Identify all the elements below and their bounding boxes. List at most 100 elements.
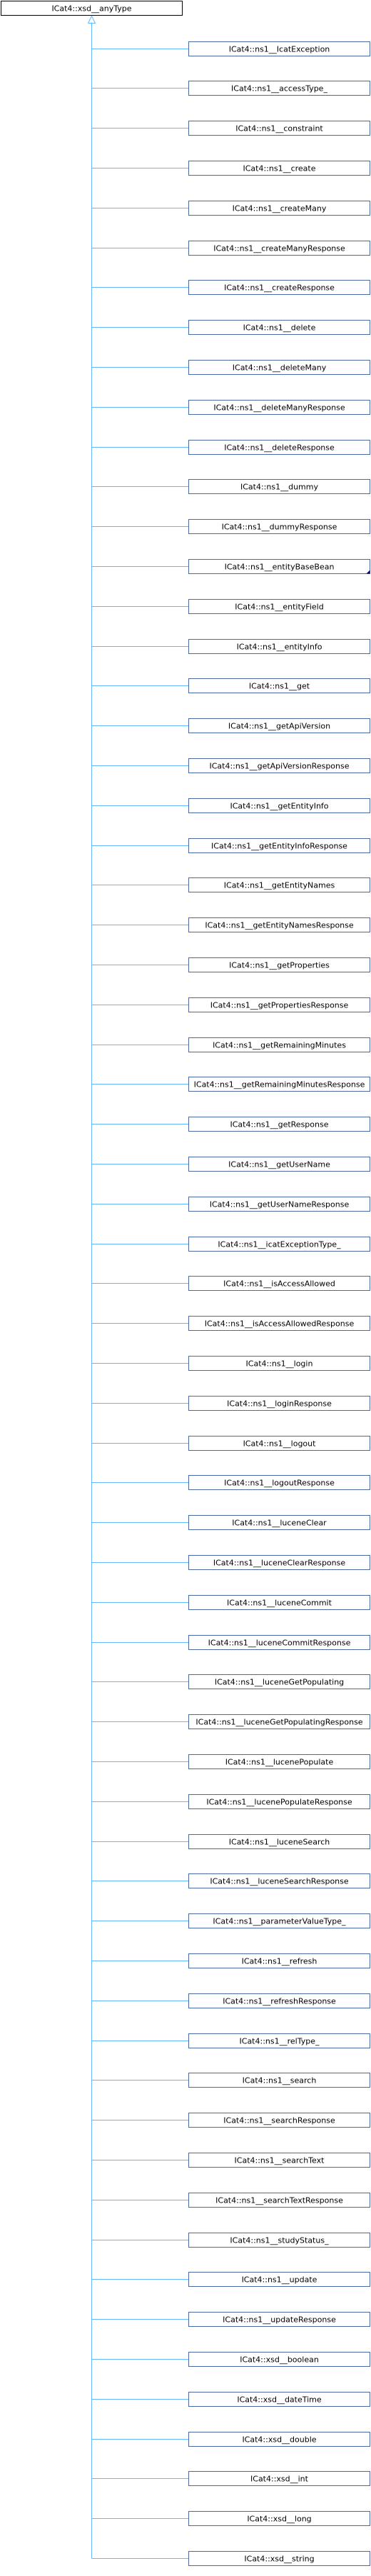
class-node[interactable]: ICat4::ns1__createResponse <box>188 280 370 295</box>
class-node-box <box>188 1157 370 1172</box>
class-node[interactable]: ICat4::ns1__search <box>188 2073 370 2088</box>
class-node[interactable]: ICat4::ns1__luceneGetPopulating <box>188 1674 370 1689</box>
class-node-label: ICat4::ns1__getEntityNamesResponse <box>205 921 354 930</box>
class-node[interactable]: ICat4::ns1__IcatException <box>188 41 370 56</box>
class-node[interactable]: ICat4::ns1__luceneCommitResponse <box>188 1635 370 1650</box>
class-node[interactable]: ICat4::xsd__string <box>188 2551 370 2566</box>
class-node[interactable]: ICat4::ns1__createManyResponse <box>188 241 370 256</box>
class-node[interactable]: ICat4::ns1__login <box>188 1356 370 1371</box>
class-node[interactable]: ICat4::ns1__getEntityNames <box>188 877 370 892</box>
class-node[interactable]: ICat4::ns1__delete <box>188 320 370 335</box>
class-node-label: ICat4::ns1__logout <box>243 1439 317 1449</box>
class-node-box <box>188 877 370 892</box>
class-node[interactable]: ICat4::ns1__getRemainingMinutes <box>188 1037 370 1052</box>
class-node-label: ICat4::ns1__lucenePopulateResponse <box>206 1798 352 1807</box>
class-node[interactable]: ICat4::ns1__dummy <box>188 479 370 494</box>
class-node-box <box>188 798 370 813</box>
root-node[interactable]: ICat4::xsd__anyType <box>1 1 183 16</box>
class-node[interactable]: ICat4::ns1__update <box>188 2272 370 2287</box>
class-node[interactable]: ICat4::ns1__searchResponse <box>188 2113 370 2128</box>
class-node[interactable]: ICat4::ns1__lucenePopulate <box>188 1754 370 1769</box>
class-node[interactable]: ICat4::ns1__lucenePopulateResponse <box>188 1794 370 1809</box>
class-node[interactable]: ICat4::xsd__long <box>188 2511 370 2526</box>
class-node[interactable]: ICat4::ns1__createMany <box>188 201 370 216</box>
class-node[interactable]: ICat4::ns1__luceneCommit <box>188 1595 370 1610</box>
class-node[interactable]: ICat4::ns1__getEntityInfoResponse <box>188 838 370 853</box>
class-node[interactable]: ICat4::ns1__getResponse <box>188 1117 370 1132</box>
class-node[interactable]: ICat4::ns1__luceneClear <box>188 1515 370 1530</box>
class-node[interactable]: ICat4::ns1__getApiVersionResponse <box>188 758 370 773</box>
class-node[interactable]: ICat4::ns1__create <box>188 161 370 176</box>
class-node-box <box>188 2511 370 2526</box>
class-node-label: ICat4::ns1__luceneCommit <box>227 1599 332 1608</box>
class-node-box <box>188 1117 370 1132</box>
class-node-label: ICat4::xsd__long <box>247 2515 311 2524</box>
class-node[interactable]: ICat4::ns1__entityBaseBean <box>188 559 370 574</box>
class-node[interactable]: ICat4::ns1__loginResponse <box>188 1396 370 1411</box>
class-node[interactable]: ICat4::ns1__getEntityInfo <box>188 798 370 813</box>
class-node[interactable]: ICat4::xsd__int <box>188 2471 370 2486</box>
class-node[interactable]: ICat4::ns1__deleteResponse <box>188 440 370 455</box>
class-node[interactable]: ICat4::xsd__double <box>188 2432 370 2447</box>
class-node-label: ICat4::ns1__getRemainingMinutes <box>213 1041 346 1050</box>
class-node[interactable]: ICat4::ns1__studyStatus_ <box>188 2233 370 2248</box>
class-node[interactable]: ICat4::ns1__refreshResponse <box>188 1993 370 2008</box>
class-node-box <box>188 201 370 216</box>
class-node-label: ICat4::ns1__luceneSearch <box>229 1838 330 1847</box>
class-node-box <box>188 519 370 534</box>
class-node-box <box>188 1674 370 1689</box>
class-node[interactable]: ICat4::ns1__updateResponse <box>188 2312 370 2327</box>
class-node-label: ICat4::ns1__luceneSearchResponse <box>210 1877 349 1886</box>
class-node[interactable]: ICat4::ns1__get <box>188 678 370 693</box>
class-node[interactable]: ICat4::xsd__dateTime <box>188 2392 370 2407</box>
class-node[interactable]: ICat4::ns1__deleteMany <box>188 360 370 375</box>
root-node-label: ICat4::xsd__anyType <box>51 4 131 14</box>
class-node[interactable]: ICat4::ns1__isAccessAllowedResponse <box>188 1316 370 1331</box>
class-node[interactable]: ICat4::ns1__getEntityNamesResponse <box>188 917 370 932</box>
class-node-box <box>188 360 370 375</box>
class-node[interactable]: ICat4::ns1__logoutResponse <box>188 1475 370 1490</box>
class-node[interactable]: ICat4::ns1__dummyResponse <box>188 519 370 534</box>
class-node[interactable]: ICat4::ns1__searchText <box>188 2153 370 2168</box>
class-node[interactable]: ICat4::ns1__icatExceptionType_ <box>188 1237 370 1252</box>
class-node[interactable]: ICat4::ns1__getProperties <box>188 957 370 972</box>
class-node[interactable]: ICat4::ns1__luceneSearch <box>188 1834 370 1849</box>
class-node-box <box>188 1953 370 1968</box>
class-node[interactable]: ICat4::ns1__parameterValueType_ <box>188 1913 370 1928</box>
class-node-box <box>188 639 370 654</box>
class-node[interactable]: ICat4::ns1__luceneClearResponse <box>188 1555 370 1570</box>
class-node-label: ICat4::ns1__getProperties <box>229 961 330 970</box>
class-node[interactable]: ICat4::ns1__getUserNameResponse <box>188 1197 370 1212</box>
inheritance-arrowhead <box>88 15 96 24</box>
class-node-box <box>188 2033 370 2048</box>
class-node[interactable]: ICat4::ns1__constraint <box>188 121 370 136</box>
class-node-box <box>188 1515 370 1530</box>
class-node[interactable]: ICat4::ns1__logout <box>188 1436 370 1451</box>
class-node-label: ICat4::ns1__getPropertiesResponse <box>210 1001 349 1010</box>
class-node-label: ICat4::ns1__delete <box>243 323 316 333</box>
class-node-box <box>188 1993 370 2008</box>
class-node[interactable]: ICat4::ns1__luceneGetPopulatingResponse <box>188 1714 370 1729</box>
class-node-box <box>188 1555 370 1570</box>
class-node[interactable]: ICat4::ns1__accessType_ <box>188 81 370 96</box>
child-nodes: ICat4::ns1__IcatExceptionICat4::ns1__acc… <box>188 41 370 2566</box>
class-node[interactable]: ICat4::ns1__getUserName <box>188 1157 370 1172</box>
class-node[interactable]: ICat4::ns1__searchTextResponse <box>188 2193 370 2208</box>
class-node[interactable]: ICat4::ns1__entityInfo <box>188 639 370 654</box>
class-node-label: ICat4::ns1__isAccessAllowed <box>223 1279 335 1289</box>
class-node-box <box>188 718 370 733</box>
class-node[interactable]: ICat4::ns1__deleteManyResponse <box>188 400 370 415</box>
class-node[interactable]: ICat4::ns1__refresh <box>188 1953 370 1968</box>
class-node[interactable]: ICat4::ns1__luceneSearchResponse <box>188 1873 370 1888</box>
class-node[interactable]: ICat4::xsd__boolean <box>188 2352 370 2367</box>
class-node[interactable]: ICat4::ns1__entityField <box>188 599 370 614</box>
class-node[interactable]: ICat4::ns1__getRemainingMinutesResponse <box>188 1077 370 1092</box>
class-node[interactable]: ICat4::ns1__getPropertiesResponse <box>188 997 370 1012</box>
class-node[interactable]: ICat4::ns1__isAccessAllowed <box>188 1276 370 1291</box>
class-node[interactable]: ICat4::ns1__relType_ <box>188 2033 370 2048</box>
class-node-label: ICat4::ns1__getEntityNames <box>224 881 335 890</box>
class-node-label: ICat4::ns1__entityBaseBean <box>225 563 335 572</box>
class-node-label: ICat4::ns1__studyStatus_ <box>230 2236 329 2245</box>
class-node-box <box>188 1237 370 1252</box>
class-node[interactable]: ICat4::ns1__getApiVersion <box>188 718 370 733</box>
